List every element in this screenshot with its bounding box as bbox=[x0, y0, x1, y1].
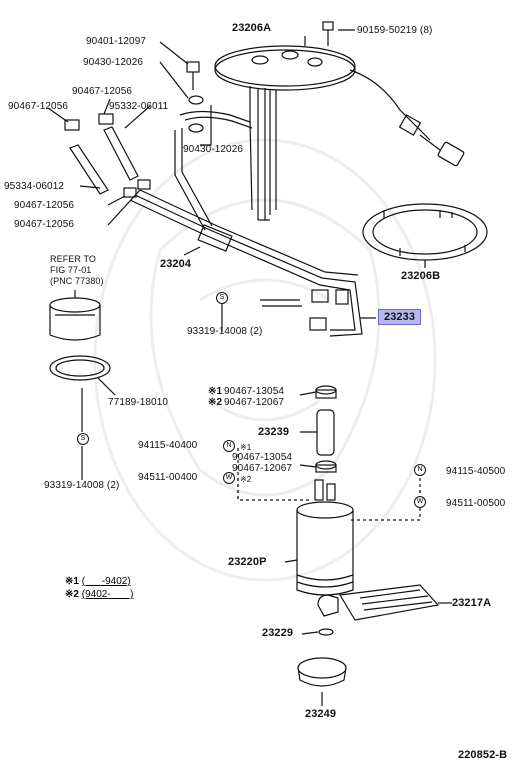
part-label-90467-13054[interactable]: 90467-13054 bbox=[232, 452, 293, 463]
part-label-94511[interactable]: 94511-00500 bbox=[446, 498, 506, 509]
part-label-23217A[interactable]: 23217A bbox=[452, 597, 492, 609]
part-label-94115[interactable]: 94115-40500 bbox=[446, 466, 506, 477]
symbol-w-circle: W bbox=[223, 472, 235, 484]
hose-95332 bbox=[103, 126, 139, 181]
mark-2: ※2 bbox=[208, 397, 223, 408]
hose-23239 bbox=[316, 409, 335, 456]
diagram-id: 220852-B bbox=[458, 749, 508, 761]
part-label-77189[interactable]: 77189-18010 bbox=[108, 397, 169, 408]
legend-row-2: ※2 (9402- ) bbox=[65, 589, 133, 601]
part-label-90467[interactable]: 90467-12056 bbox=[14, 219, 75, 230]
refer-note: REFER TO FIG 77-01 (PNC 77380) bbox=[50, 254, 104, 287]
hose-95334 bbox=[69, 144, 109, 195]
part-label-90401[interactable]: 90401-12097 bbox=[86, 36, 147, 47]
strainer-23217A bbox=[317, 584, 440, 621]
part-label-90467-12067[interactable]: 90467-12067 bbox=[224, 397, 285, 408]
part-label-90467-13054[interactable]: 90467-13054 bbox=[224, 386, 285, 397]
part-label-23239[interactable]: 23239 bbox=[258, 426, 290, 438]
part-label-93319[interactable]: 93319-14008 (2) bbox=[187, 326, 263, 337]
part-label-94115[interactable]: 94115-40400 bbox=[138, 440, 198, 451]
cushion-23249 bbox=[297, 657, 347, 687]
refer-line-3: (PNC 77380) bbox=[50, 276, 104, 286]
symbol-n-circle: N bbox=[223, 440, 235, 452]
part-label-23220P[interactable]: 23220P bbox=[228, 556, 267, 568]
refer-line-1: REFER TO bbox=[50, 254, 96, 264]
symbol-w-circle: W bbox=[414, 496, 426, 508]
part-label-90467[interactable]: 90467-12056 bbox=[72, 86, 133, 97]
part-label-23206A[interactable]: 23206A bbox=[232, 22, 272, 34]
fuel-pump-23220P bbox=[296, 479, 354, 596]
fuel-tube-assembly bbox=[129, 110, 363, 337]
part-label-23233-highlighted[interactable]: 23233 bbox=[378, 309, 422, 325]
part-label-95334[interactable]: 95334-06012 bbox=[4, 181, 65, 192]
part-label-90467[interactable]: 90467-12056 bbox=[14, 200, 75, 211]
part-label-90159[interactable]: 90159-50219 (8) bbox=[357, 25, 433, 36]
bolt-90159 bbox=[322, 21, 334, 46]
refer-line-2[interactable]: FIG 77-01 bbox=[50, 265, 92, 275]
part-label-95332[interactable]: 95332-06011 bbox=[109, 101, 169, 112]
mark-1b: ※1 bbox=[240, 443, 252, 452]
part-label-90467-12067[interactable]: 90467-12067 bbox=[232, 463, 293, 474]
mark-1: ※1 bbox=[208, 386, 223, 397]
symbol-s-circle: S bbox=[77, 433, 89, 445]
legend-text-2: (9402- ) bbox=[81, 589, 134, 600]
bolt-90401 bbox=[186, 61, 204, 133]
part-label-90430[interactable]: 90430-12026 bbox=[183, 144, 244, 155]
part-label-23249[interactable]: 23249 bbox=[305, 708, 337, 720]
part-label-23206B[interactable]: 23206B bbox=[401, 270, 441, 282]
part-label-93319[interactable]: 93319-14008 (2) bbox=[44, 480, 120, 491]
part-label-90467[interactable]: 90467-12056 bbox=[8, 101, 69, 112]
fuel-tank-cap-23206A bbox=[214, 45, 356, 221]
legend-row-1: ※1 ( -9402) bbox=[65, 576, 131, 588]
symbol-n-circle: N bbox=[414, 464, 426, 476]
legend-mark-2: ※2 bbox=[65, 589, 79, 600]
clip-23229 bbox=[318, 628, 334, 636]
clamp-90467 bbox=[98, 113, 114, 125]
fuel-filter-77380 bbox=[49, 297, 101, 341]
legend-mark-1: ※1 bbox=[65, 576, 79, 587]
mark-2b: ※2 bbox=[240, 475, 252, 484]
clamp-90467 bbox=[64, 119, 80, 131]
part-label-23204[interactable]: 23204 bbox=[160, 258, 192, 270]
gasket-23206B bbox=[362, 203, 488, 261]
symbol-s-circle: S bbox=[216, 292, 228, 304]
part-label-94511[interactable]: 94511-00400 bbox=[138, 472, 198, 483]
ring-77189 bbox=[49, 355, 111, 381]
part-label-90430[interactable]: 90430-12026 bbox=[83, 57, 144, 68]
part-label-23229[interactable]: 23229 bbox=[262, 627, 294, 639]
legend-text-1: ( -9402) bbox=[81, 576, 131, 587]
